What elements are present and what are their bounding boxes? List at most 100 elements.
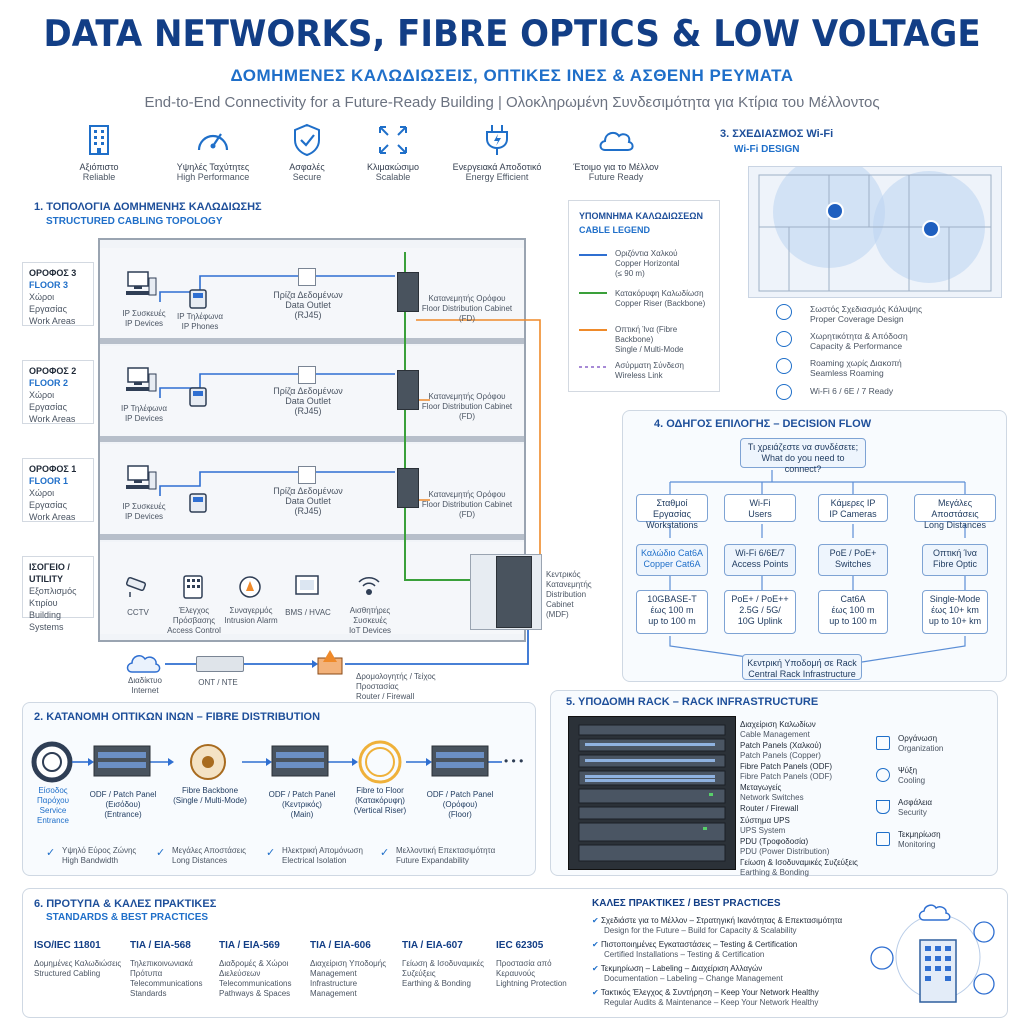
decision-connectors	[669, 470, 966, 663]
cable-legend: ΥΠΟΜΝΗΜΑ ΚΑΛΩΔΙΩΣΕΩΝ CABLE LEGEND Οριζόν…	[568, 200, 720, 392]
feature-en: Future Ready	[588, 172, 644, 182]
plug-icon	[477, 122, 517, 158]
decision-mid: PoE / PoE+ Switches	[818, 544, 888, 576]
rack-cabinet-icon	[568, 716, 736, 870]
wifi-point-en: Capacity & Performance	[810, 341, 903, 351]
system-label: BMS / HVAC	[285, 608, 331, 617]
legend-item-gr: Οριζόντια Χαλκού	[615, 249, 678, 258]
fibre-flow-graphic: • • •	[31, 740, 523, 784]
decision-head: Μεγάλες Αποστάσεις Long Distances	[914, 494, 996, 530]
floor-gr: ΟΡΟΦΟΣ 1	[29, 464, 77, 474]
cloud-icon	[596, 122, 636, 158]
data-outlet-icon	[298, 466, 316, 484]
fibre-step: Είσοδος Παρόχου Service Entrance	[36, 786, 70, 825]
check-icon: ✓	[266, 847, 276, 859]
bp-en: Regular Audits & Maintenance – Keep Your…	[604, 998, 819, 1007]
connected-building-illustration	[868, 902, 998, 1017]
standards-panel	[22, 888, 1008, 1018]
rack-side-gr: Ψύξη	[898, 766, 918, 775]
mdf-label: Κεντρικός Κατανεμητής Distribution Cabin…	[546, 570, 592, 619]
decision-low: PoE+ / PoE++ 2.5G / 5G/ 10G Uplink	[724, 590, 796, 634]
floor-3-cabinet-icon	[397, 272, 419, 312]
rack-side-gr: Οργάνωση	[898, 734, 938, 743]
bms-icon	[294, 574, 320, 603]
rack-title: 5. ΥΠΟΔΟΜΗ RACK – RACK INFRASTRUCTURE	[566, 696, 819, 708]
check-icon: ✔	[592, 940, 601, 949]
wifi-point-en: Seamless Roaming	[810, 368, 884, 378]
benefit-gr: Ηλεκτρική Απομόνωση	[282, 846, 363, 855]
rack-item-gr: Διαχείριση Καλωδίων	[740, 720, 816, 729]
floor-area-en: Work Areas	[29, 316, 76, 326]
standard-desc: Διαδρομές & Χώροι Διελεύσεων Telecommuni…	[219, 959, 292, 998]
best-practices-title: ΚΑΛΕΣ ΠΡΑΚΤΙΚΕΣ / BEST PRACTICES	[592, 898, 781, 909]
benefit-gr: Μελλοντική Επεκτασιμότητα	[396, 846, 496, 855]
legend-swatches	[579, 254, 607, 368]
legend-item: Οπτική Ίνα (Fibre Backbone)Single / Mult…	[615, 325, 715, 355]
wifi-capacity-icon	[776, 331, 792, 347]
floor-area-en: Work Areas	[29, 414, 76, 424]
ip-phone-icon	[186, 490, 210, 519]
standard-name: TIA / EIA-607	[402, 940, 463, 951]
cctv-icon	[124, 574, 154, 603]
ont-label: ONT / NTE	[198, 678, 238, 687]
decision-mid: Wi-Fi 6/6E/7 Access Points	[724, 544, 796, 576]
floor-3-outlet: Πρίζα Δεδομένων Data Outlet (RJ45)	[273, 290, 343, 320]
decision-head: Σταθμοί Εργασίας Workstations	[636, 494, 708, 530]
floor-en: FLOOR 1	[29, 476, 69, 486]
rack-item-en: PDU (Power Distribution)	[740, 847, 830, 856]
data-outlet-icon	[298, 268, 316, 286]
decision-title: 4. ΟΔΗΓΟΣ ΕΠΙΛΟΓΗΣ – DECISION FLOW	[654, 418, 872, 430]
benefit-en: Electrical Isolation	[282, 856, 347, 865]
rack-item-en: Earthing & Bonding	[740, 868, 809, 877]
legend-item-en: Wireless Link	[615, 371, 663, 380]
floor-area-en: Work Areas	[29, 512, 76, 522]
topology-title: 1. ΤΟΠΟΛΟΓΙΑ ΔΟΜΗΜΕΝΗΣ ΚΑΛΩΔΙΩΣΗΣ	[34, 201, 262, 213]
ip-phone-icon	[186, 384, 210, 413]
building-icon	[79, 122, 119, 158]
floor-3-slab	[100, 248, 524, 344]
rack-side-en: Security	[898, 808, 927, 817]
greek-subtitle: ΔΟΜΗΜΕΝΕΣ ΚΑΛΩΔΙΩΣΕΙΣ, ΟΠΤΙΚΕΣ ΙΝΕΣ & ΑΣ…	[230, 66, 794, 85]
standard-name: IEC 62305	[496, 940, 544, 951]
wifi-point-gr: Σωστός Σχεδιασμός Κάλυψης	[810, 304, 923, 314]
wifi-point-gr: Roaming χωρίς Διακοπή	[810, 358, 902, 368]
decision-mid: Οπτική Ίνα Fibre Optic	[922, 544, 988, 576]
decision-low: 10GBASE-T έως 100 m up to 100 m	[636, 590, 708, 634]
utility-label: ΙΣΟΓΕΙΟ / UTILITY Εξοπλισμός Κτιρίου Bui…	[22, 556, 94, 632]
iot-icon	[356, 574, 382, 605]
fibre-step: ODF / Patch Panel (Εισόδου) (Entrance)	[89, 790, 157, 819]
decision-head: Wi-Fi Users	[724, 494, 796, 522]
feature-en: Reliable	[82, 172, 116, 182]
standard-desc: Τηλεπικοινωνιακά Πρότυπα Telecommunicati…	[130, 959, 203, 998]
check-icon: ✓	[380, 847, 390, 859]
system-label: CCTV	[127, 608, 149, 617]
rack-item-gr: Fibre Patch Panels (ODF)	[740, 762, 833, 771]
building-diagram	[98, 238, 526, 642]
fibre-title: 2. ΚΑΤΑΝΟΜΗ ΟΠΤΙΚΩΝ ΙΝΩΝ – FIBRE DISTRIB…	[34, 711, 321, 723]
svg-text:• • •: • • •	[504, 754, 523, 768]
benefit-en: Future Expandability	[396, 856, 469, 865]
speedometer-icon	[193, 122, 233, 158]
rack-item-gr: PDU (Τροφοδοσία)	[740, 837, 809, 846]
rack-side-en: Cooling	[898, 776, 926, 785]
floor-2-cabinet-icon	[397, 370, 419, 410]
floor-2-slab	[100, 346, 524, 442]
expand-arrows-icon	[373, 122, 413, 158]
rack-item-en: UPS System	[740, 826, 786, 835]
rack-side-gr: Τεκμηρίωση	[898, 830, 941, 839]
check-icon: ✔	[592, 916, 601, 925]
wifi-point: Wi-Fi 6 / 6E / 7 Ready	[810, 386, 894, 396]
wifi-point-en: Proper Coverage Design	[810, 314, 904, 324]
system-label: Αισθητήρες Συσκευές IoT Devices	[348, 606, 392, 635]
floor-2-devices: IP Τηλέφωνα IP Devices	[120, 404, 167, 423]
check-icon: ✓	[156, 847, 166, 859]
floor-gr: ΟΡΟΦΟΣ 3	[29, 268, 77, 278]
